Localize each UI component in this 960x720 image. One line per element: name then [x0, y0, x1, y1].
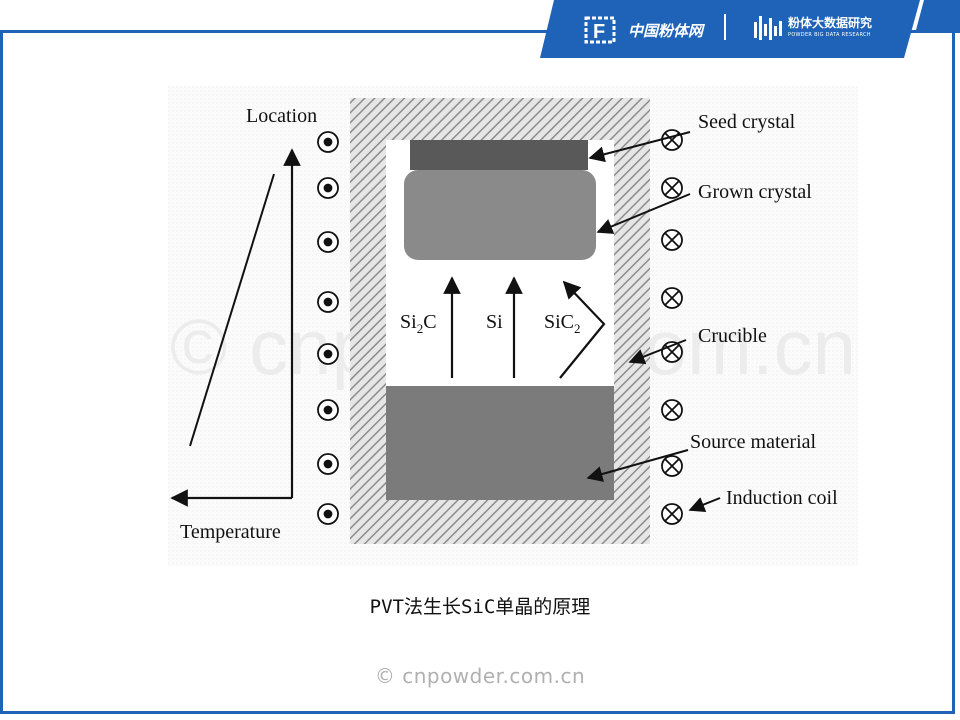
footer-watermark: © cnpowder.com.cn	[374, 664, 586, 688]
callout-induction-coil: Induction coil	[726, 487, 838, 509]
brand-sub-name: 粉体大数据研究	[788, 16, 873, 30]
brand-logo-icon: F	[584, 16, 616, 44]
svg-text:F: F	[593, 21, 605, 43]
data-bars-icon	[754, 16, 782, 40]
flow-arrow-sic2	[559, 280, 606, 379]
temperature-axis-label: Temperature	[180, 521, 281, 543]
callout-source-material: Source material	[690, 431, 816, 453]
label-sic2: SiC2	[544, 311, 581, 336]
seed-crystal	[410, 140, 588, 170]
header-rule	[0, 30, 960, 33]
callout-arrow-source	[586, 449, 689, 482]
brand-separator	[724, 14, 726, 40]
brand-name: 中国粉体网	[628, 22, 704, 40]
coil-left	[317, 131, 339, 525]
callout-arrow-coil	[688, 497, 721, 513]
callout-crucible: Crucible	[698, 325, 767, 347]
label-si: Si	[486, 311, 503, 333]
figure-caption: PVT法生长SiC单晶的原理	[369, 596, 591, 618]
callout-arrow-grown	[596, 193, 691, 234]
location-axis-label: Location	[246, 105, 317, 127]
pvt-diagram: © cnpowder.com.cn Location Temperature	[168, 86, 858, 566]
callout-seed-crystal: Seed crystal	[698, 111, 796, 133]
temperature-gradient-line	[189, 173, 275, 447]
brand-sub-name-en: POWDER BIG DATA RESEARCH	[788, 32, 871, 38]
callout-grown-crystal: Grown crystal	[698, 181, 812, 203]
callout-arrow-seed	[588, 131, 691, 163]
brand-tab	[540, 0, 960, 58]
label-si2c: Si2C	[400, 311, 437, 336]
grown-crystal	[404, 170, 596, 260]
callout-arrow-crucible	[628, 339, 687, 365]
coil-right	[661, 129, 683, 525]
source-material	[386, 386, 614, 500]
